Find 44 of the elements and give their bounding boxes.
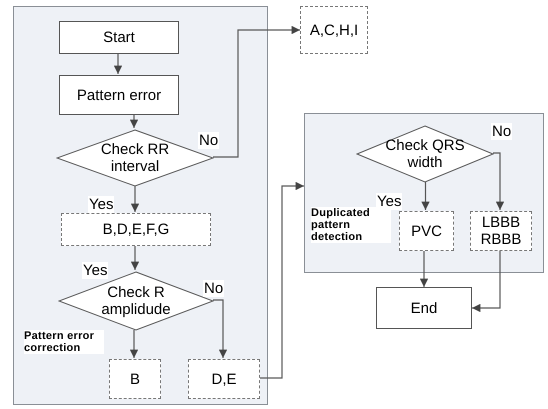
- arrow: [420, 250, 428, 287]
- panel-heading: Pattern error correction: [24, 330, 104, 354]
- edge-label: Yes: [376, 193, 402, 210]
- panel-heading: Duplicated pattern detection: [311, 207, 391, 243]
- arrow: [421, 182, 430, 210]
- arrow: [114, 53, 122, 74]
- node-label: D,E: [210, 370, 238, 388]
- node-label: Pattern error: [76, 86, 162, 104]
- process-box: [59, 21, 179, 54]
- dashed-box: [188, 359, 260, 399]
- node-label: Check QRS width: [385, 137, 465, 171]
- node-label: PVC: [410, 222, 443, 240]
- edge-label: No: [491, 123, 512, 140]
- node-label: B,D,E,F,G: [102, 221, 170, 238]
- arrow: [130, 330, 138, 358]
- node-label: Check R amplidude: [100, 284, 172, 318]
- arrow: [130, 245, 140, 270]
- group-panel: [13, 6, 268, 405]
- group-panel: [304, 113, 544, 273]
- dashed-box: [109, 359, 161, 399]
- edge-label: No: [203, 280, 224, 297]
- arrow: [130, 114, 138, 128]
- dashed-box: [470, 211, 532, 251]
- node-label: Start: [102, 29, 136, 46]
- node-label: Check RR interval: [100, 141, 170, 175]
- edge-label: Yes: [88, 196, 114, 213]
- arrow: [493, 152, 504, 210]
- arrow: [213, 299, 228, 358]
- arrow: [130, 186, 140, 212]
- dashed-box: [61, 213, 211, 246]
- arrow: [213, 26, 300, 158]
- arrow: [472, 250, 501, 312]
- dashed-box: [399, 211, 454, 251]
- edge-label: Yes: [82, 262, 108, 279]
- dashed-box: [300, 6, 368, 54]
- edge-label: No: [198, 132, 220, 149]
- arrow: [259, 182, 304, 379]
- node-label: B: [128, 370, 141, 388]
- node-label: End: [410, 300, 438, 316]
- node-label: LBBB RBBB: [480, 214, 522, 248]
- decision-diamond: [356, 125, 494, 183]
- process-box: [376, 287, 472, 329]
- node-label: A,C,H,I: [308, 22, 360, 38]
- process-box: [59, 75, 179, 115]
